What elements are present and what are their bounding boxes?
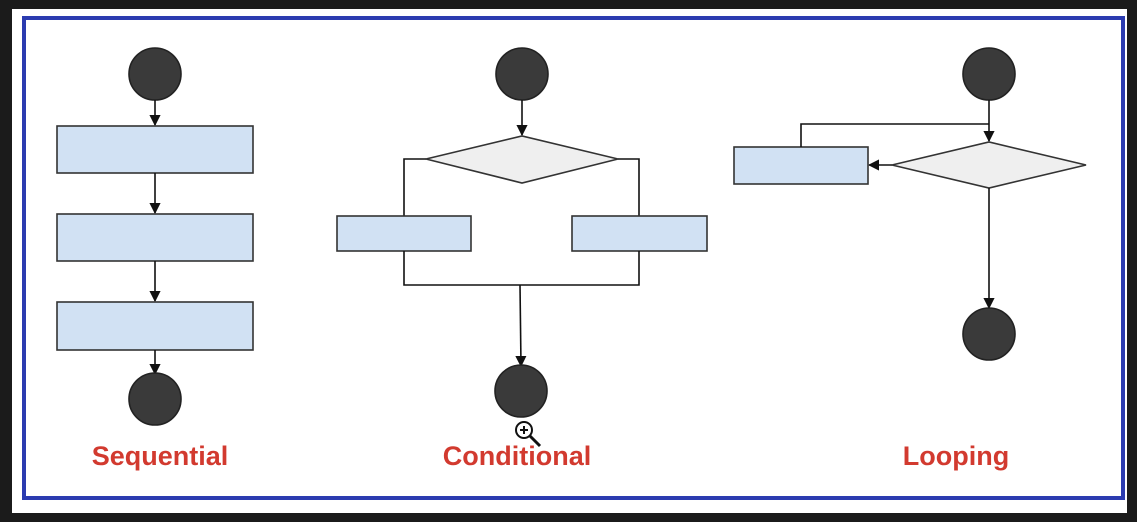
zoom-in-icon — [515, 421, 542, 448]
conditional-right-process-box — [571, 215, 708, 252]
conditional-decision-diamond — [425, 135, 619, 184]
sequential-end-node — [128, 372, 182, 426]
looping-start-node — [962, 47, 1016, 101]
conditional-right-merge-line — [520, 251, 640, 286]
conditional-arrow-2 — [515, 284, 527, 368]
looping-label: Looping — [903, 441, 1009, 471]
conditional-start-node — [495, 47, 549, 101]
conditional-right-branch-line — [618, 158, 640, 216]
looping-flow — [733, 47, 1087, 361]
sequential-process-box-3 — [56, 301, 254, 351]
looping-end-node — [962, 307, 1016, 361]
diagram-border — [22, 16, 1125, 500]
sequential-process-box-2 — [56, 213, 254, 262]
looping-return-line — [800, 123, 989, 147]
conditional-label: Conditional — [443, 441, 591, 471]
conditional-flow — [336, 47, 708, 418]
looping-process-box — [733, 146, 869, 185]
conditional-left-process-box — [336, 215, 472, 252]
sequential-start-node — [128, 47, 182, 101]
conditional-end-node — [494, 364, 548, 418]
conditional-left-merge-line — [403, 251, 520, 286]
conditional-left-branch-line — [403, 158, 426, 216]
sequential-flow — [56, 47, 254, 426]
sequential-process-box-1 — [56, 125, 254, 174]
looping-decision-diamond — [891, 141, 1087, 189]
sequential-label: Sequential — [92, 441, 229, 471]
